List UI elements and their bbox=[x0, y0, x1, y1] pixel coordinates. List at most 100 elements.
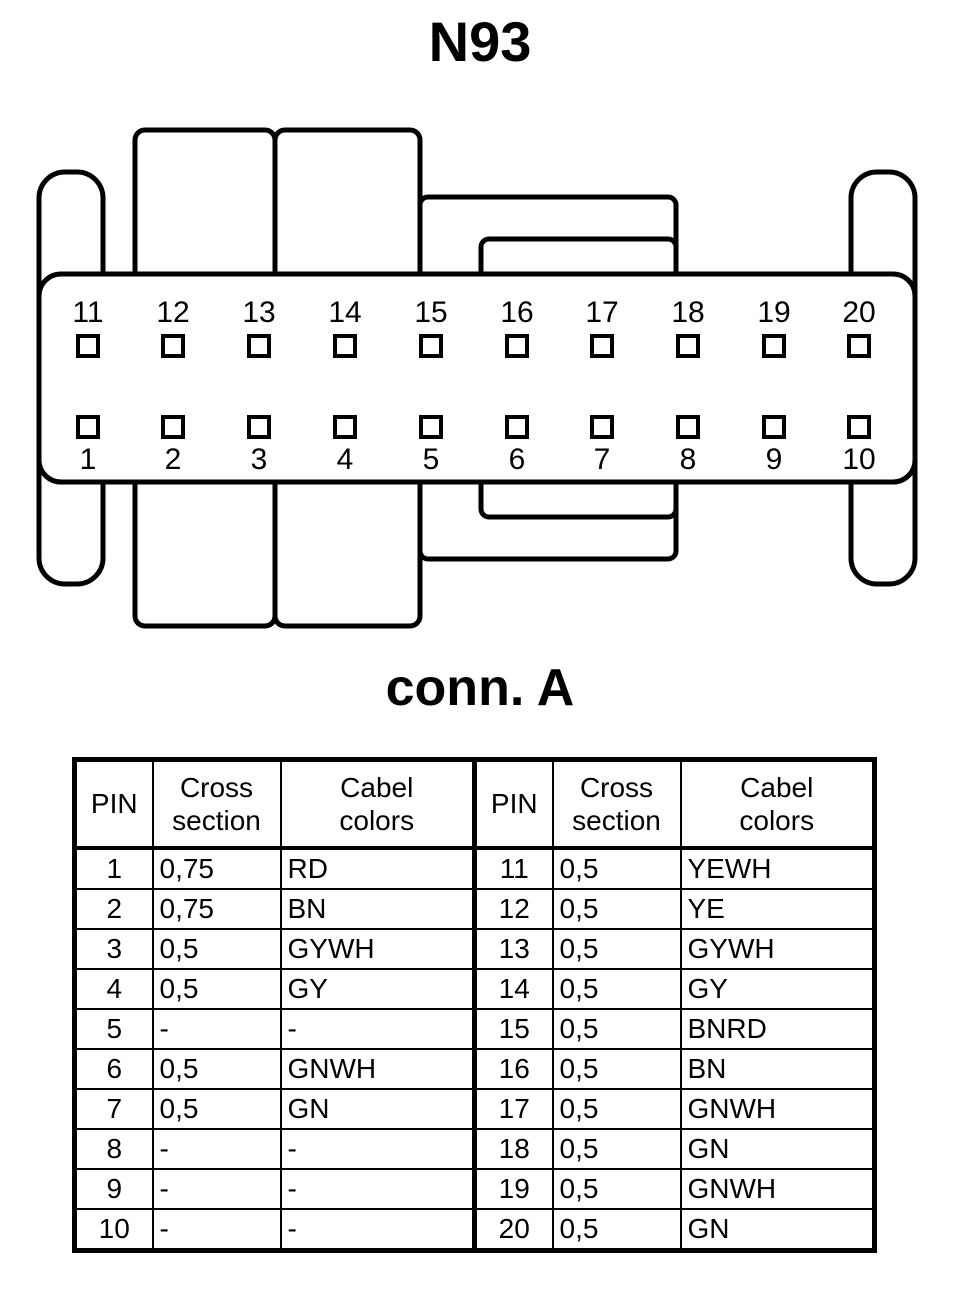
pin-slot-3[interactable]: 3 bbox=[229, 411, 289, 477]
pin-slot-13[interactable]: 13 bbox=[229, 296, 289, 362]
cell-pin-right: 11 bbox=[473, 847, 554, 890]
pin-slot-14[interactable]: 14 bbox=[315, 296, 375, 362]
pin-socket-15[interactable] bbox=[419, 334, 443, 358]
pin-slot-15[interactable]: 15 bbox=[401, 296, 461, 362]
pin-label-1: 1 bbox=[79, 443, 97, 476]
pin-socket-2[interactable] bbox=[161, 415, 185, 439]
cell-color-left: GY bbox=[279, 968, 477, 1010]
pin-socket-14[interactable] bbox=[333, 334, 357, 358]
cell-cross-left: 0,5 bbox=[151, 968, 282, 1010]
lower-outer-shelf bbox=[417, 480, 679, 562]
cell-color-right: GNWH bbox=[679, 1168, 876, 1210]
cell-cross-left: - bbox=[151, 1168, 282, 1210]
pin-label-10: 10 bbox=[842, 443, 876, 476]
cell-cross-left: 0,5 bbox=[151, 1088, 282, 1130]
header-cross-line1: Cross bbox=[179, 771, 254, 803]
cell-pin-right: 13 bbox=[473, 928, 554, 970]
pin-label-7: 7 bbox=[593, 443, 611, 476]
pin-socket-3[interactable] bbox=[247, 415, 271, 439]
upper-inner-shelf bbox=[478, 236, 679, 276]
lower-block-left bbox=[132, 480, 278, 629]
cell-pin-right: 12 bbox=[473, 888, 554, 930]
pin-slot-17[interactable]: 17 bbox=[572, 296, 632, 362]
cell-pin-left: 6 bbox=[73, 1048, 154, 1090]
pin-label-18: 18 bbox=[671, 296, 705, 329]
cell-cross-left: 0,75 bbox=[151, 888, 282, 930]
pin-label-19: 19 bbox=[757, 296, 791, 329]
cell-cross-right: 0,5 bbox=[551, 1008, 682, 1050]
pin-socket-1[interactable] bbox=[76, 415, 100, 439]
pin-socket-8[interactable] bbox=[676, 415, 700, 439]
cell-color-right: GNWH bbox=[679, 1088, 876, 1130]
upper-outer-shelf bbox=[417, 194, 679, 276]
pin-socket-10[interactable] bbox=[847, 415, 871, 439]
pin-socket-12[interactable] bbox=[161, 334, 185, 358]
cell-pin-left: 9 bbox=[73, 1168, 154, 1210]
header-cabel-colors-right: Cabel colors bbox=[679, 758, 876, 850]
pin-slot-20[interactable]: 20 bbox=[829, 296, 889, 362]
pin-socket-7[interactable] bbox=[590, 415, 614, 439]
pin-slot-5[interactable]: 5 bbox=[401, 411, 461, 477]
pin-label-20: 20 bbox=[842, 296, 876, 329]
pin-socket-6[interactable] bbox=[505, 415, 529, 439]
header-pin-right: PIN bbox=[473, 758, 554, 850]
pin-slot-6[interactable]: 6 bbox=[487, 411, 547, 477]
pin-slot-2[interactable]: 2 bbox=[143, 411, 203, 477]
cell-color-left: GYWH bbox=[279, 928, 477, 970]
pin-socket-5[interactable] bbox=[419, 415, 443, 439]
cell-cross-left: - bbox=[151, 1008, 282, 1050]
pin-slot-4[interactable]: 4 bbox=[315, 411, 375, 477]
pin-slot-1[interactable]: 1 bbox=[58, 411, 118, 477]
pin-slot-12[interactable]: 12 bbox=[143, 296, 203, 362]
lower-block-right bbox=[272, 480, 423, 629]
pin-socket-20[interactable] bbox=[847, 334, 871, 358]
cell-color-right: BN bbox=[679, 1048, 876, 1090]
left-bottom-tab bbox=[36, 405, 106, 587]
pin-socket-16[interactable] bbox=[505, 334, 529, 358]
cell-color-left: RD bbox=[279, 847, 477, 890]
pin-socket-4[interactable] bbox=[333, 415, 357, 439]
pin-slot-16[interactable]: 16 bbox=[487, 296, 547, 362]
cell-pin-left: 2 bbox=[73, 888, 154, 930]
cell-cross-right: 0,5 bbox=[551, 1048, 682, 1090]
pin-socket-13[interactable] bbox=[247, 334, 271, 358]
cell-pin-right: 19 bbox=[473, 1168, 554, 1210]
cell-color-right: GN bbox=[679, 1208, 876, 1252]
pin-slot-7[interactable]: 7 bbox=[572, 411, 632, 477]
pin-slot-8[interactable]: 8 bbox=[658, 411, 718, 477]
pin-slot-9[interactable]: 9 bbox=[744, 411, 804, 477]
cell-color-left: BN bbox=[279, 888, 477, 930]
pin-label-15: 15 bbox=[414, 296, 448, 329]
pin-socket-11[interactable] bbox=[76, 334, 100, 358]
cell-color-right: GN bbox=[679, 1128, 876, 1170]
header-cross-line2-right: section bbox=[572, 805, 661, 836]
cell-cross-right: 0,5 bbox=[551, 928, 682, 970]
pin-table-container: PIN Cross section Cabel colors PIN Cross… bbox=[72, 757, 877, 1253]
page-title: N93 bbox=[428, 10, 532, 73]
cell-cross-right: 0,5 bbox=[551, 1128, 682, 1170]
pin-socket-17[interactable] bbox=[590, 334, 614, 358]
pin-slot-18[interactable]: 18 bbox=[658, 296, 718, 362]
pin-slot-11[interactable]: 11 bbox=[58, 296, 118, 362]
pin-label-13: 13 bbox=[242, 296, 276, 329]
header-cabel-line1-right: Cabel bbox=[740, 771, 814, 803]
header-cabel-line2-right: colors bbox=[739, 805, 815, 836]
cell-cross-right: 0,5 bbox=[551, 968, 682, 1010]
pin-socket-18[interactable] bbox=[676, 334, 700, 358]
pin-socket-19[interactable] bbox=[762, 334, 786, 358]
pin-label-12: 12 bbox=[156, 296, 190, 329]
pin-assignment-table: PIN Cross section Cabel colors PIN Cross… bbox=[72, 757, 877, 1253]
pin-socket-9[interactable] bbox=[762, 415, 786, 439]
header-cross-line2: section bbox=[172, 805, 261, 836]
pin-slot-10[interactable]: 10 bbox=[829, 411, 889, 477]
pin-slot-19[interactable]: 19 bbox=[744, 296, 804, 362]
cell-pin-right: 16 bbox=[473, 1048, 554, 1090]
cell-color-left: GNWH bbox=[279, 1048, 477, 1090]
cell-cross-left: 0,5 bbox=[151, 928, 282, 970]
pin-label-5: 5 bbox=[422, 443, 440, 476]
cell-pin-right: 18 bbox=[473, 1128, 554, 1170]
